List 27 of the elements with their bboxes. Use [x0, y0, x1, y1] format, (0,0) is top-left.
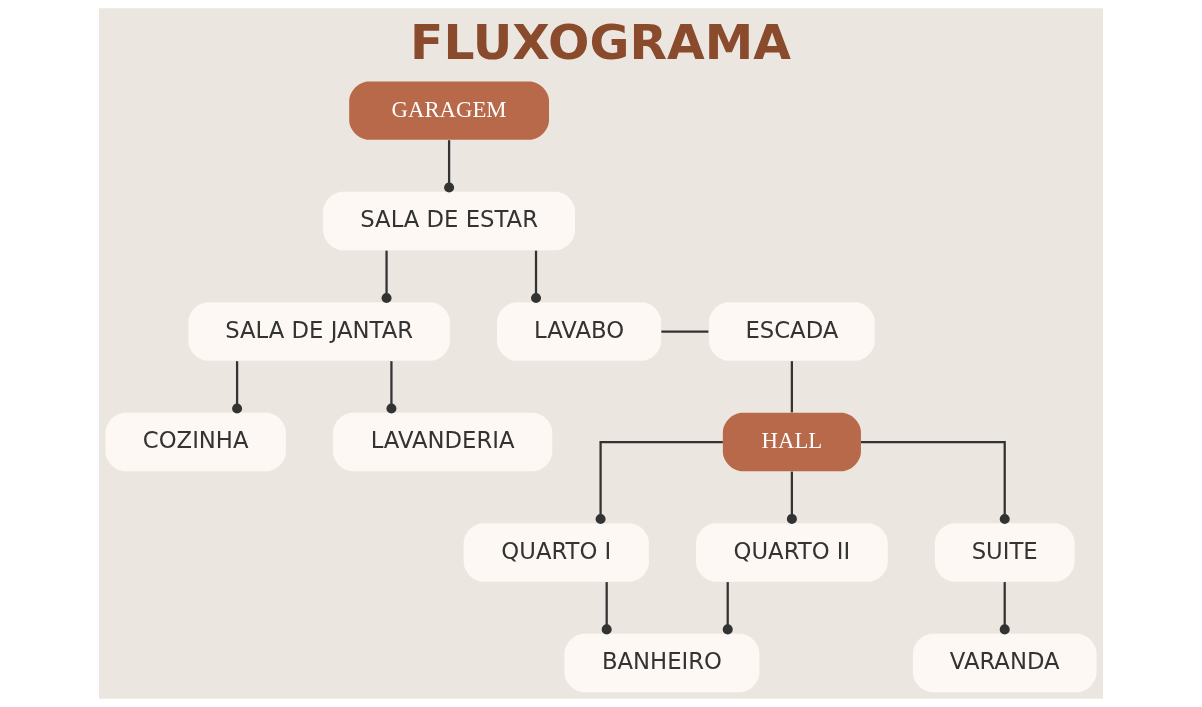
connector: [601, 582, 612, 635]
connector: [232, 361, 243, 414]
node-box: ESCADA: [709, 302, 875, 361]
node-box: LAVABO: [497, 302, 662, 361]
node-box: LAVANDERIA: [332, 412, 553, 472]
node-box: SALA DE JANTAR: [188, 302, 450, 361]
connector: [790, 361, 794, 413]
connector: [444, 140, 455, 193]
connector: [531, 250, 542, 304]
connector: [595, 440, 723, 525]
node-box: SALA DE ESTAR: [323, 191, 575, 251]
connector: [381, 250, 392, 304]
diagram-title: FLUXOGRAMA: [410, 13, 791, 70]
node-box: SUITE: [934, 523, 1075, 582]
connector: [661, 330, 709, 333]
node-box: COZINHA: [105, 412, 286, 472]
connector: [386, 361, 397, 414]
connector: [722, 582, 733, 635]
node-box: HALL: [722, 412, 861, 472]
node-box: GARAGEM: [349, 81, 549, 140]
connector: [861, 440, 1010, 525]
node-box: QUARTO II: [696, 523, 888, 582]
connector: [999, 582, 1010, 635]
connector: [786, 471, 797, 524]
node-box: VARANDA: [912, 633, 1097, 693]
node-box: BANHEIRO: [564, 633, 760, 693]
node-box: QUARTO I: [463, 523, 649, 582]
